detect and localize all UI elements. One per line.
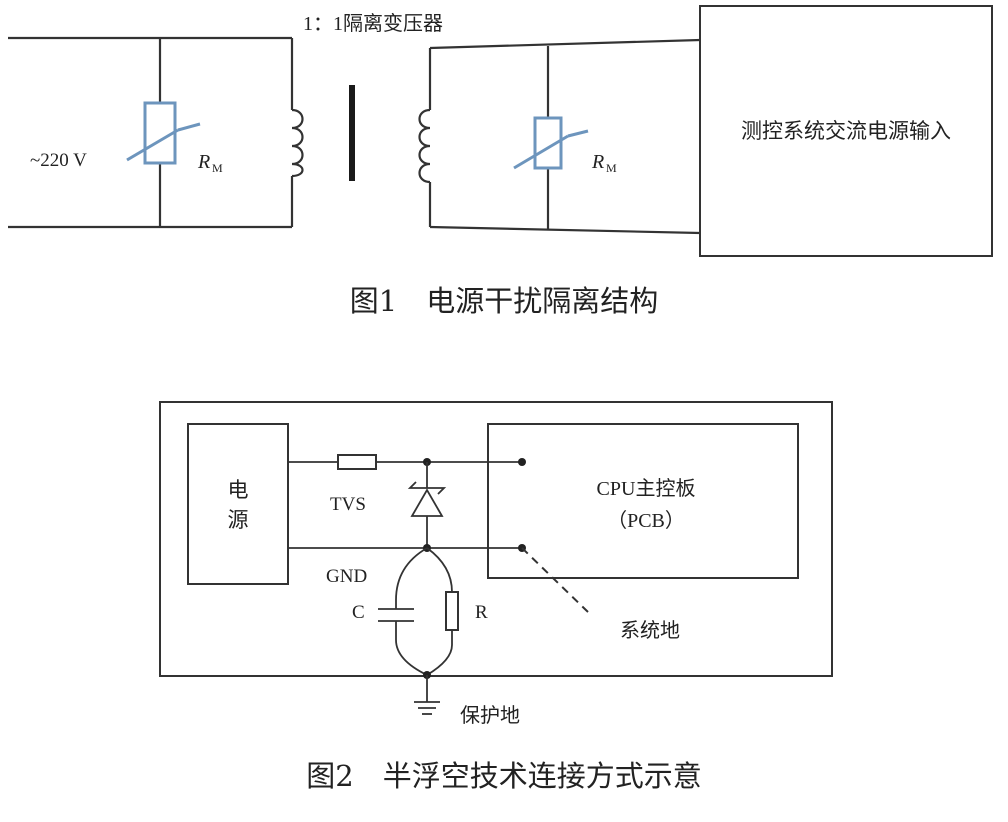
varistor-right xyxy=(513,116,589,170)
source-voltage-label: ~220 V xyxy=(30,150,87,171)
fuse xyxy=(337,454,377,470)
tvs-diode xyxy=(407,462,447,548)
secondary-coil xyxy=(418,108,431,184)
ac-input-box xyxy=(699,5,993,257)
varistor-label-right: R xyxy=(591,151,604,173)
resistor-lower-lead xyxy=(426,630,453,676)
ground-symbol-icon xyxy=(414,701,440,715)
system-ground-dashed-line xyxy=(521,547,589,613)
capacitor-label: C xyxy=(352,602,365,623)
power-label-line1: 电 xyxy=(228,478,249,502)
varistor-subscript-right: M xyxy=(606,161,617,175)
secondary-top-wire xyxy=(429,38,701,50)
varistor-subscript-left: M xyxy=(212,161,223,175)
resistor xyxy=(445,591,459,631)
transformer-core xyxy=(349,85,355,181)
top-terminal xyxy=(518,458,526,466)
primary-coil xyxy=(291,108,304,178)
power-supply-box xyxy=(187,423,289,585)
outer-frame xyxy=(159,401,833,677)
gnd-label: GND xyxy=(326,566,367,587)
system-ground-label: 系统地 xyxy=(620,618,680,642)
cpu-label-line1: CPU主控板 xyxy=(597,477,696,500)
capacitor-lower-lead xyxy=(395,621,428,676)
figure-1: 1：1隔离变压器 ~220 V R M R M 测控系统交流电源输入 图1 电源… xyxy=(8,5,993,318)
resistor-upper-lead xyxy=(426,547,453,593)
transformer-label: 1：1隔离变压器 xyxy=(303,12,443,35)
varistor-label-left: R xyxy=(197,151,210,173)
power-label-line2: 源 xyxy=(228,508,249,532)
figure-2: 电 源 CPU主控板 （PCB） TVS GND 系统地 xyxy=(159,401,833,793)
resistor-label: R xyxy=(475,602,488,623)
cpu-label-line2: （PCB） xyxy=(607,509,685,532)
varistor-left xyxy=(126,101,201,165)
ac-input-box-label: 测控系统交流电源输入 xyxy=(741,119,951,143)
protect-ground-label: 保护地 xyxy=(460,703,520,727)
figure-2-caption: 图2 半浮空技术连接方式示意 xyxy=(306,759,701,793)
capacitor-upper-lead xyxy=(395,547,428,609)
figure-1-caption: 图1 电源干扰隔离结构 xyxy=(350,284,658,318)
tvs-label: TVS xyxy=(330,494,366,515)
secondary-bottom-wire xyxy=(429,225,701,235)
cpu-board-box xyxy=(487,423,799,579)
